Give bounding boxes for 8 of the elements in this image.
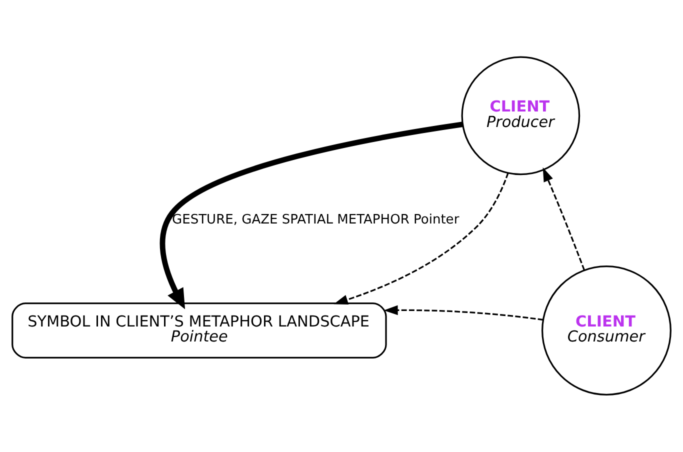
node-circle: CLIENT Consumer: [542, 266, 672, 396]
arrow: [384, 305, 544, 321]
edge-label: GESTURE, GAZE SPATIAL METAPHOR Pointer: [172, 212, 460, 228]
node-circle: CLIENT Producer: [461, 56, 580, 176]
arrow: [542, 167, 586, 270]
arrow: [334, 172, 509, 304]
arrow: [160, 122, 464, 310]
node-box: SYMBOL IN CLIENT’S METAPHOR LANDSCAPE Pointee: [12, 302, 387, 358]
